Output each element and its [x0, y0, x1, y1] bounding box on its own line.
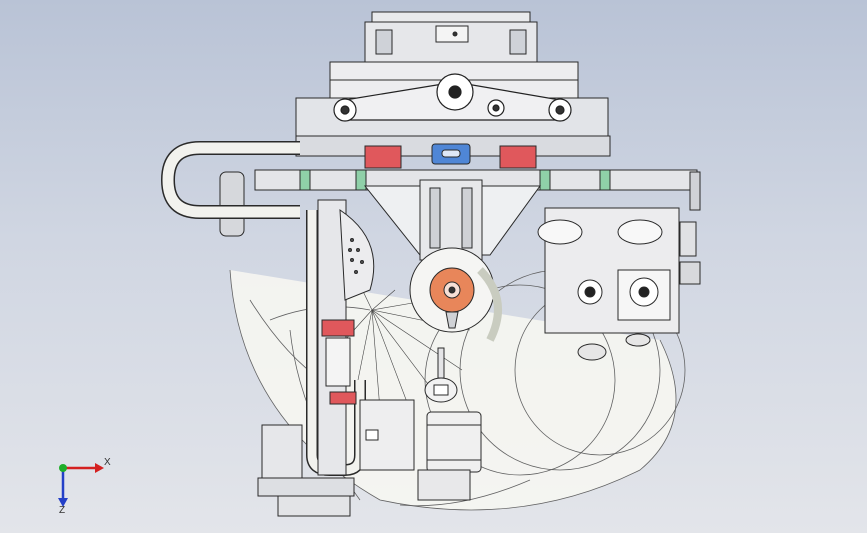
left-column — [317, 199, 357, 476]
rotary-head — [409, 247, 502, 342]
x-axis-label: X — [104, 457, 111, 468]
belt-drive — [333, 73, 572, 122]
stepper-motor — [257, 424, 355, 517]
guide-blocks — [364, 143, 537, 169]
center-bracket — [359, 399, 415, 471]
coordinate-triad — [58, 463, 104, 507]
fan-disc — [339, 209, 375, 301]
y-axis-dot — [59, 464, 67, 472]
z-axis-arrowhead — [58, 498, 68, 507]
z-axis-label: Z — [59, 505, 66, 516]
spindle-assembly — [417, 347, 482, 501]
right-gearbox — [537, 207, 701, 361]
funnel-body — [363, 179, 541, 261]
x-axis-arrowhead — [95, 463, 104, 473]
